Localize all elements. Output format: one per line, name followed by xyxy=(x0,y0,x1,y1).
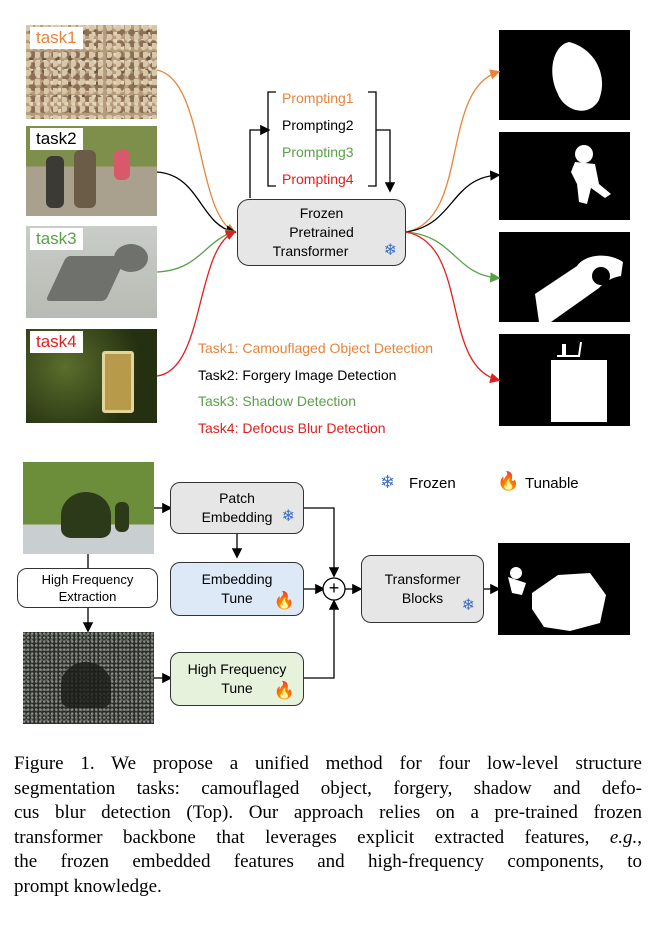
task3-label: task3 xyxy=(30,228,83,250)
legend-frozen-label: Frozen xyxy=(409,475,456,492)
caption-line-2: segmentation tasks: camouflaged object, … xyxy=(14,777,642,799)
bottom-output-mask xyxy=(498,543,630,635)
frozen-box-line1: Frozen xyxy=(299,205,344,221)
task4-pendant xyxy=(102,351,134,413)
arrow-task3-out xyxy=(405,231,501,283)
caption-line-1: Figure 1. We propose a unified method fo… xyxy=(14,753,642,774)
legend-fire-icon: 🔥 xyxy=(497,471,520,491)
fire-icon: 🔥 xyxy=(273,681,295,700)
prompt-2: Prompting2 xyxy=(282,117,354,133)
task2-person-2 xyxy=(74,150,96,208)
snowflake-icon: ❄ xyxy=(281,508,295,525)
task3-mask-shape xyxy=(535,255,623,322)
arrow-task4-out xyxy=(405,231,501,384)
task4-image: task4 xyxy=(26,329,157,423)
plus-circle xyxy=(322,577,346,601)
prompt-arrow-in xyxy=(249,124,271,198)
embedding-tune-box: Embedding Tune 🔥 xyxy=(170,562,304,616)
caption-eg: e.g. xyxy=(609,826,638,848)
task-legend-1: Task1: Camouflaged Object Detection xyxy=(198,340,434,356)
legend-snowflake-icon: ❄ xyxy=(380,472,396,492)
task2-image: task2 xyxy=(26,126,157,216)
task3-mask xyxy=(499,232,630,322)
task4-label: task4 xyxy=(30,331,83,353)
caption-line-4: transformer backbone that leverages expl… xyxy=(14,826,642,851)
high-frequency-image xyxy=(23,632,154,724)
caption-line-4b: , xyxy=(637,826,642,848)
embedding-tune-line2: Tune xyxy=(221,590,253,606)
figure-caption: Figure 1. We propose a unified method fo… xyxy=(14,752,642,899)
prompt-4: Prompting4 xyxy=(282,171,354,187)
plus-symbol: + xyxy=(328,578,340,598)
transformer-blocks-line1: Transformer xyxy=(384,571,461,587)
bottom-shadow-shape xyxy=(61,492,111,538)
high-frequency-extraction-box: High Frequency Extraction xyxy=(17,568,158,608)
transformer-blocks-line2: Blocks xyxy=(401,590,444,606)
hf-extraction-line1: High Frequency xyxy=(41,572,134,587)
hf-tune-line1: High Frequency xyxy=(187,661,287,677)
task2-label: task2 xyxy=(30,128,83,150)
arrow-patch-to-plus xyxy=(304,507,340,578)
patch-embedding-box: Patch Embedding ❄ xyxy=(170,482,304,534)
prompt-bracket-left xyxy=(267,91,276,187)
task-legend-2: Task2: Forgery Image Detection xyxy=(198,367,397,383)
prompt-3: Prompting3 xyxy=(282,144,354,160)
task3-image: task3 xyxy=(26,226,157,318)
embedding-tune-line1: Embedding xyxy=(201,571,273,587)
task-legend-3: Task3: Shadow Detection xyxy=(198,393,356,409)
task-legend-4: Task4: Defocus Blur Detection xyxy=(198,420,386,436)
task4-mask xyxy=(499,334,630,426)
hf-extraction-line2: Extraction xyxy=(58,589,117,604)
caption-line-3: cus blur detection (Top). Our approach r… xyxy=(14,802,642,823)
arrow-task4-in xyxy=(156,230,237,377)
prompt-bracket-right xyxy=(368,91,377,187)
arrow-task1-out xyxy=(405,69,501,233)
bottom-output-mask-shape xyxy=(508,567,606,631)
high-frequency-tune-box: High Frequency Tune 🔥 xyxy=(170,652,304,706)
bottom-input-image xyxy=(23,462,154,554)
prompt-arrow-out xyxy=(376,129,396,193)
frozen-box-line2: Pretrained xyxy=(289,224,354,240)
legend-tunable-label: Tunable xyxy=(525,475,579,492)
task1-label: task1 xyxy=(30,27,83,49)
arrow-task3-in xyxy=(156,229,237,273)
task2-child xyxy=(114,150,130,180)
patch-embedding-line1: Patch xyxy=(219,490,255,506)
prompt-1: Prompting1 xyxy=(282,90,354,106)
task4-mask-shape xyxy=(551,341,607,422)
task2-person-1 xyxy=(46,156,64,208)
task2-mask xyxy=(499,132,630,220)
task3-shadow-round xyxy=(114,244,148,272)
patch-embedding-line2: Embedding xyxy=(201,509,273,525)
frozen-pretrained-transformer: Frozen Pretrained Transformer ❄ xyxy=(237,199,406,266)
high-frequency-shadow xyxy=(61,662,111,708)
task1-mask xyxy=(499,30,630,120)
bottom-arrows xyxy=(82,502,501,684)
task1-image: task1 xyxy=(26,25,157,119)
arrow-task2-in xyxy=(156,171,237,236)
snowflake-icon: ❄ xyxy=(461,597,475,614)
arrow-task2-out xyxy=(405,170,501,233)
snowflake-icon: ❄ xyxy=(383,242,397,259)
arrow-task1-in xyxy=(156,69,237,234)
arrow-hftune-to-plus xyxy=(304,599,340,679)
caption-line-5: the frozen embedded features and high-fr… xyxy=(14,851,642,872)
frozen-box-line3: Transformer xyxy=(272,243,349,259)
hf-tune-line2: Tune xyxy=(221,680,253,696)
caption-line-6: prompt knowledge. xyxy=(14,875,162,897)
task1-mask-shape xyxy=(552,42,603,111)
caption-line-4a: transformer backbone that leverages expl… xyxy=(14,826,610,848)
bottom-shadow-figure xyxy=(115,502,129,532)
transformer-blocks-box: Transformer Blocks ❄ xyxy=(361,555,484,623)
fire-icon: 🔥 xyxy=(273,591,295,610)
top-arrows xyxy=(156,69,501,384)
task2-mask-shape xyxy=(571,145,611,204)
